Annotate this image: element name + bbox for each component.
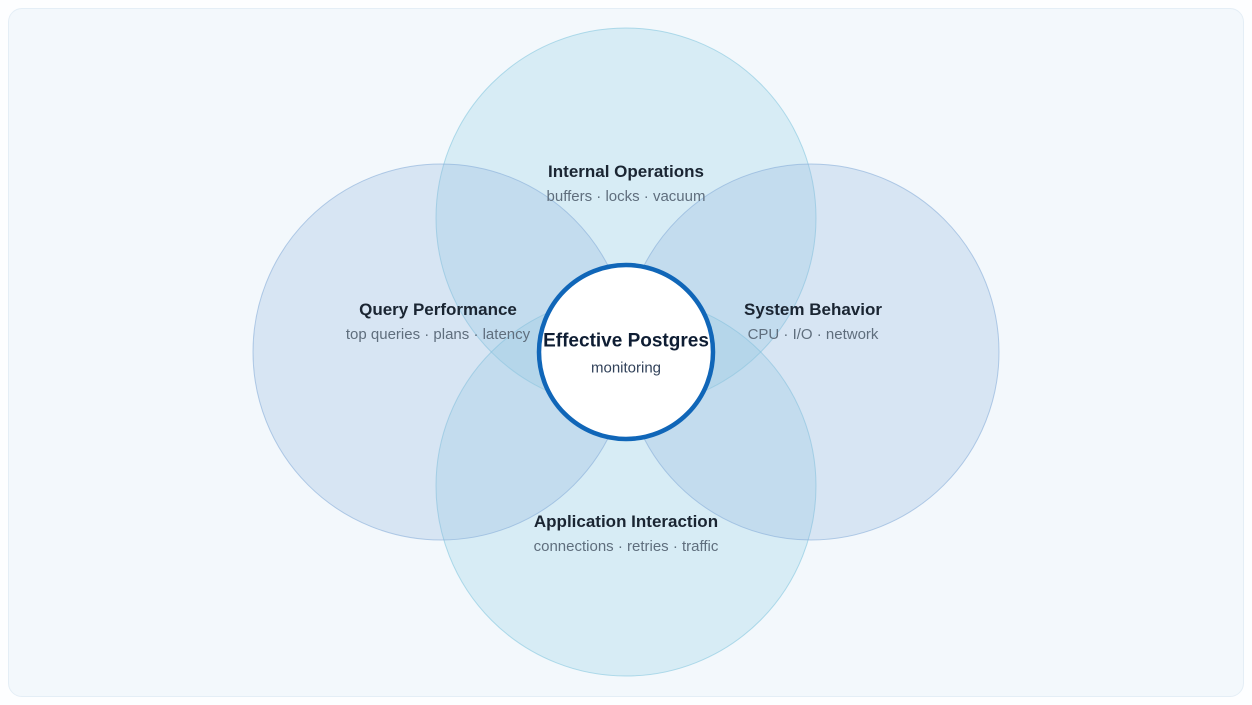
system-behavior-title: System Behavior [744,300,882,319]
label-query-performance: Query Performance top queries · plans · … [346,299,530,345]
center-title: Effective Postgres [543,330,709,352]
application-interaction-subtitle: connections · retries · traffic [533,538,719,555]
label-internal-operations: Internal Operations buffers · locks · va… [547,161,706,207]
query-performance-subtitle: top queries · plans · latency [345,326,531,343]
label-center: Effective Postgres monitoring [543,330,709,379]
internal-operations-title: Internal Operations [548,162,704,181]
label-application-interaction: Application Interaction connections · re… [534,511,719,557]
system-behavior-subtitle: CPU · I/O · network [747,326,879,343]
internal-operations-subtitle: buffers · locks · vacuum [546,188,706,205]
query-performance-title: Query Performance [359,300,517,319]
application-interaction-title: Application Interaction [533,512,719,531]
center-subtitle: monitoring [590,359,662,377]
center-circle [536,262,716,442]
label-system-behavior: System Behavior CPU · I/O · network [744,299,882,345]
